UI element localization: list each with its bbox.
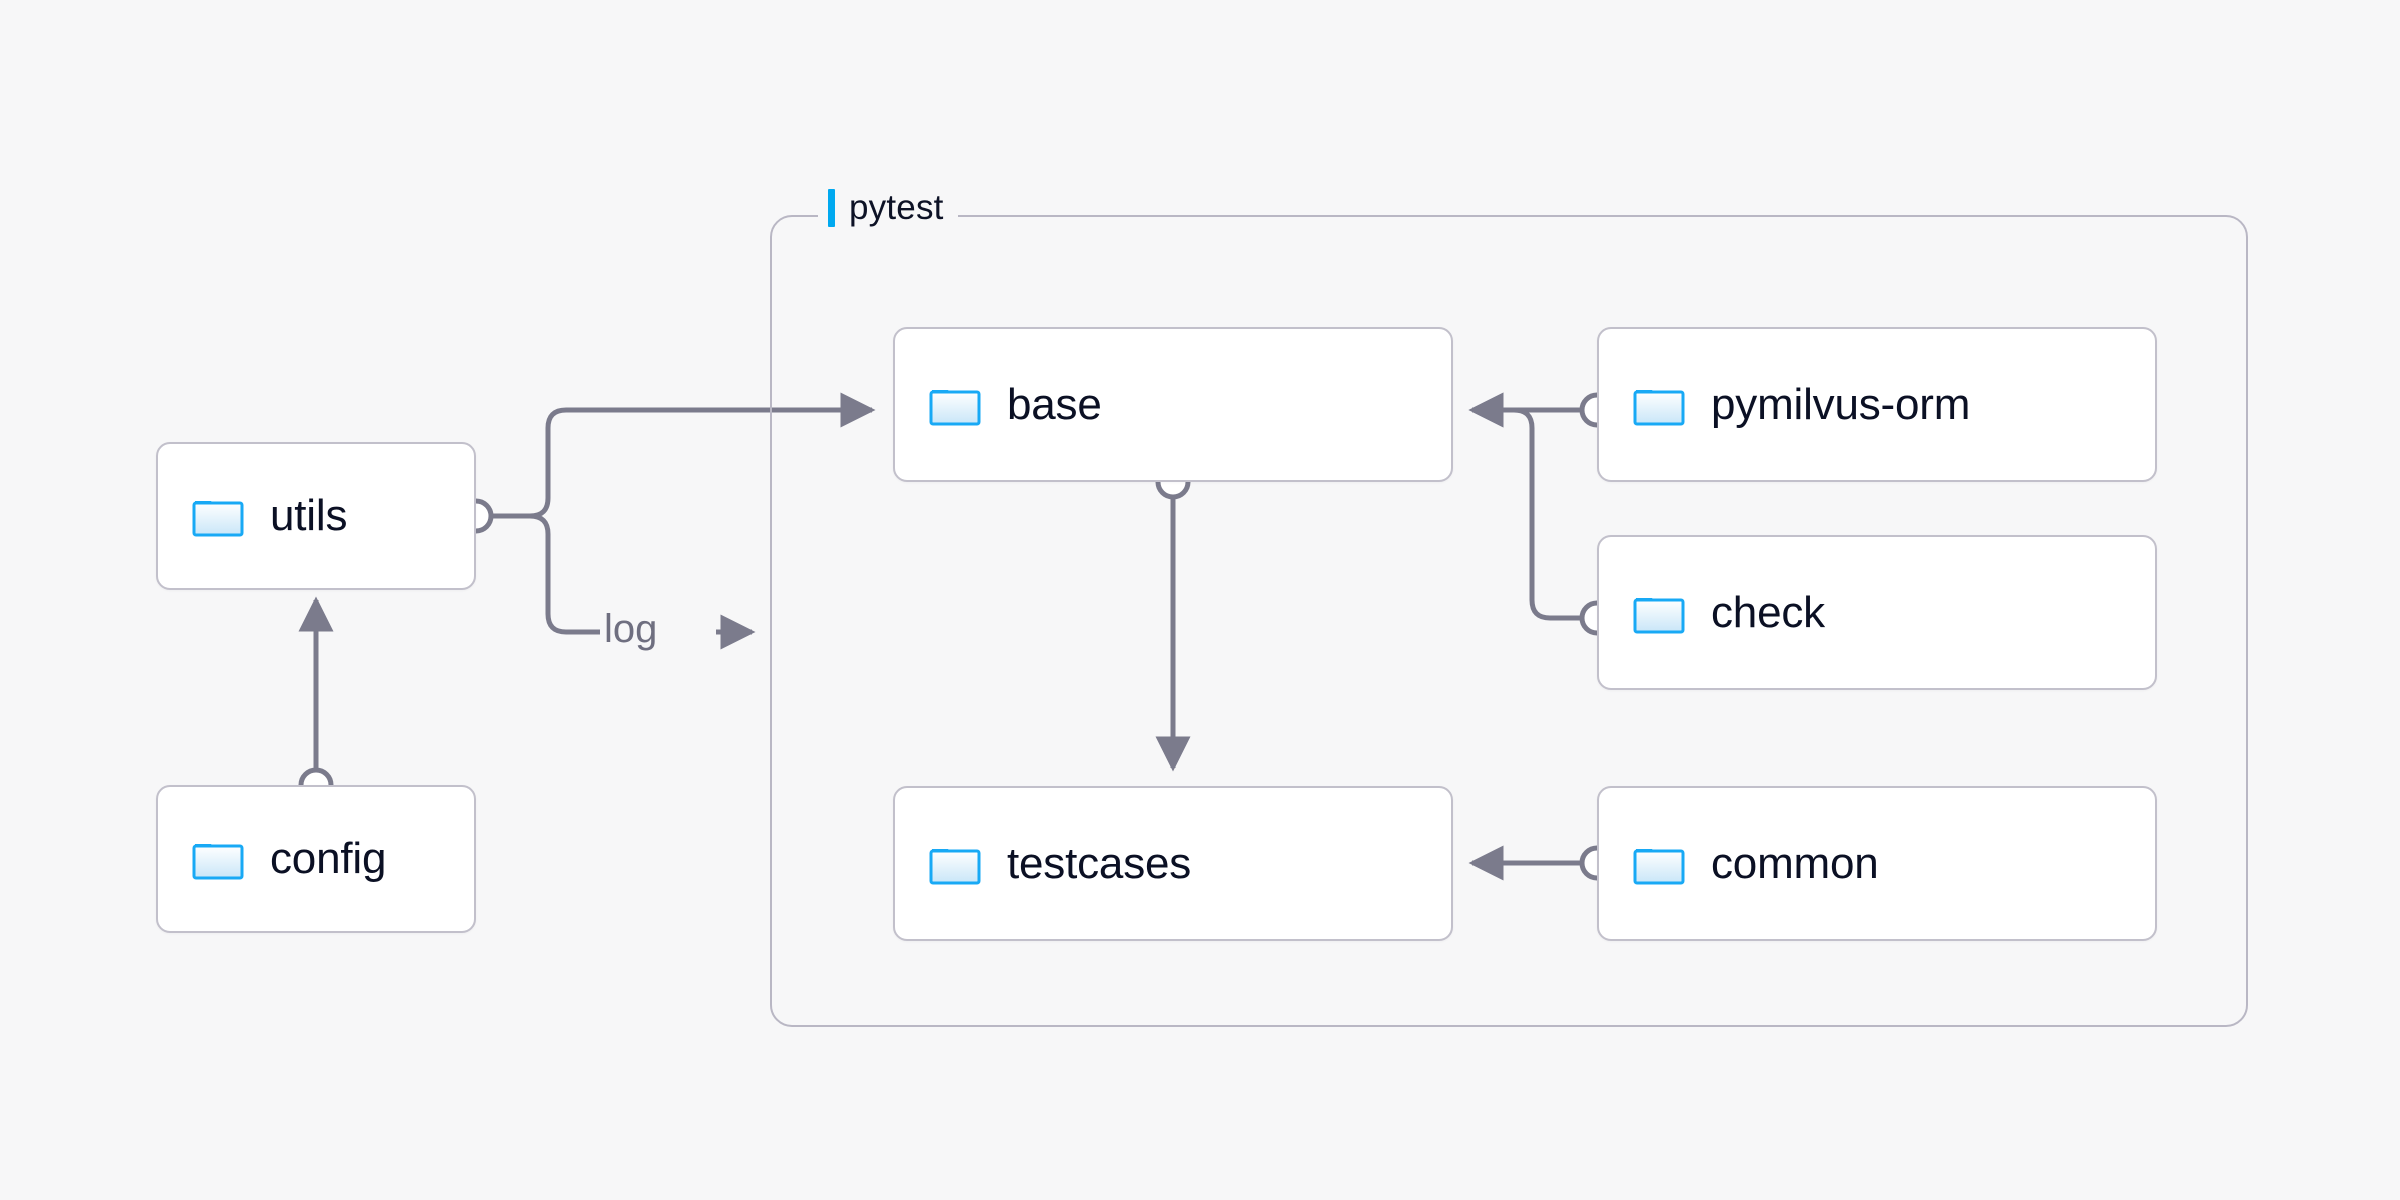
node-common[interactable]: common xyxy=(1597,786,2157,941)
node-utils[interactable]: utils xyxy=(156,442,476,590)
pytest-group-container[interactable] xyxy=(770,215,2248,1027)
folder-icon xyxy=(929,848,981,884)
node-pymilvus-orm[interactable]: pymilvus-orm xyxy=(1597,327,2157,482)
folder-icon xyxy=(1633,389,1685,425)
folder-icon xyxy=(192,844,244,880)
node-label-base: base xyxy=(1007,379,1102,429)
folder-icon xyxy=(929,389,981,425)
node-label-testcases: testcases xyxy=(1007,838,1192,888)
group-label-text: pytest xyxy=(849,188,944,227)
node-label-config: config xyxy=(270,834,387,883)
folder-icon xyxy=(1633,597,1685,633)
node-check[interactable]: check xyxy=(1597,535,2157,690)
node-label-utils: utils xyxy=(270,491,348,540)
group-accent-bar xyxy=(828,189,835,227)
node-label-check: check xyxy=(1711,587,1825,637)
node-config[interactable]: config xyxy=(156,785,476,933)
edge-label-log: log xyxy=(604,607,658,651)
edge-config-to-utils xyxy=(298,596,334,803)
node-base[interactable]: base xyxy=(893,327,1453,482)
node-label-pymilvus-orm: pymilvus-orm xyxy=(1711,379,1971,429)
pytest-group-label: pytest xyxy=(818,186,958,230)
node-testcases[interactable]: testcases xyxy=(893,786,1453,941)
node-label-common: common xyxy=(1711,838,1879,888)
folder-icon xyxy=(192,501,244,537)
folder-icon xyxy=(1633,848,1685,884)
